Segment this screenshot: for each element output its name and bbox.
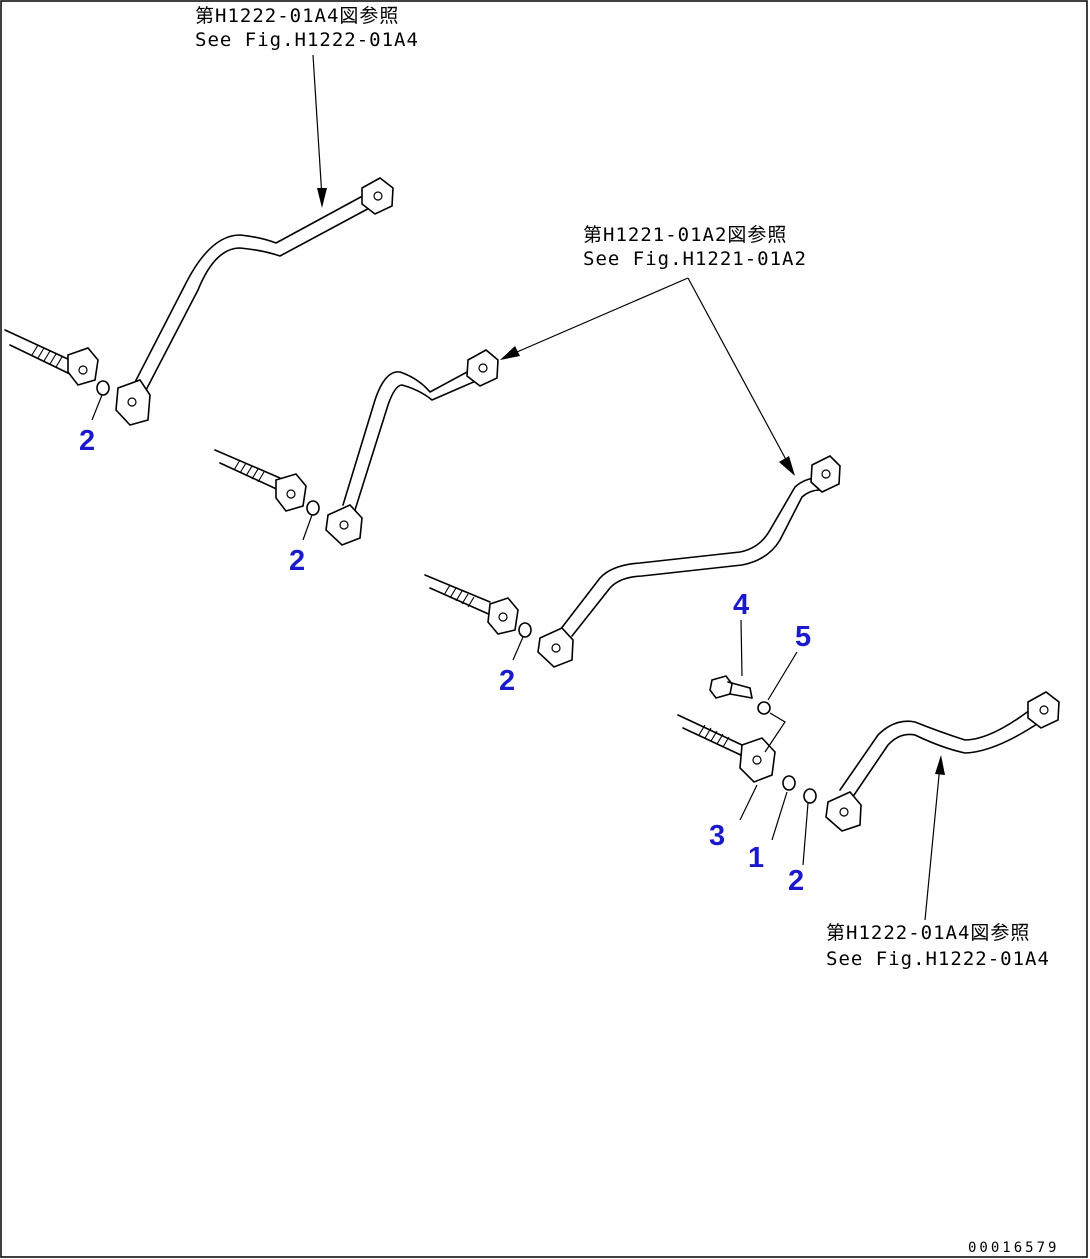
callout-2-a: 2: [79, 425, 95, 457]
reference-bottom-right: 第H1222-01A4図参照 See Fig.H1222-01A4: [826, 922, 1050, 970]
callout-4: 4: [733, 589, 749, 621]
hose-1: [4, 329, 99, 386]
reference-top-left: 第H1222-01A4図参照 See Fig.H1222-01A4: [195, 5, 419, 51]
washer: [757, 701, 771, 715]
reference-text-jp: 第H1222-01A4図参照: [195, 5, 399, 27]
reference-text-en: See Fig.H1221-01A2: [583, 248, 807, 270]
callout-5: 5: [795, 621, 811, 653]
o-ring-5: [803, 788, 817, 804]
hose-3: [424, 574, 519, 635]
o-ring-1: [96, 380, 110, 396]
pipe-assembly-4: [677, 675, 1060, 832]
pipe-1: [115, 177, 394, 426]
pipe-2: [325, 349, 499, 546]
hose-4: [677, 714, 746, 758]
pipe-assembly-2: [214, 349, 499, 546]
bolt: [709, 675, 753, 699]
callout-3: 3: [709, 820, 725, 852]
reference-middle: 第H1221-01A2図参照 See Fig.H1221-01A2: [583, 224, 807, 270]
reference-text-en: See Fig.H1222-01A4: [826, 948, 1050, 970]
callout-labels: 2 2 2 4 5 3 1 2: [79, 425, 811, 897]
pipe-assembly-1: [4, 177, 394, 426]
o-ring-2: [306, 500, 320, 516]
callout-2-c: 2: [499, 665, 515, 697]
reference-text-en: See Fig.H1222-01A4: [195, 29, 419, 51]
callout-2-d: 2: [788, 865, 804, 897]
callout-1: 1: [748, 842, 764, 874]
pipe-3: [537, 455, 841, 668]
o-ring-4: [782, 775, 796, 791]
pipe-4: [825, 691, 1060, 832]
o-ring-3: [518, 622, 532, 638]
hose-2: [214, 449, 307, 512]
callout-2-b: 2: [289, 545, 305, 577]
leader-lines: [91, 54, 945, 921]
reference-text-jp: 第H1221-01A2図参照: [583, 224, 787, 246]
split-flange: [739, 737, 776, 783]
drawing-number: 00016579: [968, 1240, 1059, 1256]
reference-text-jp: 第H1222-01A4図参照: [826, 922, 1030, 944]
pipe-assembly-3: [424, 455, 841, 668]
